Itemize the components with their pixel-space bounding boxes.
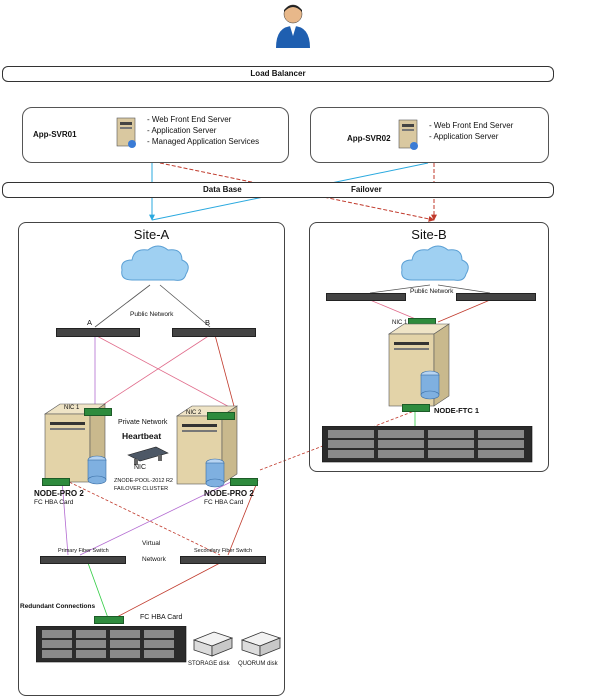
site-a-box: Site-A (18, 222, 285, 696)
site-b-node-label: NODE-FTC 1 (434, 406, 479, 415)
fc-right-label: FC HBA Card (204, 499, 244, 506)
primary-fiber-to-storage (87, 562, 109, 619)
nic-card (84, 408, 112, 416)
failover-label: Failover (351, 185, 382, 194)
user-icon (276, 4, 310, 48)
server-icon (398, 119, 418, 150)
cloud-to-switch-b (159, 284, 211, 328)
node-left-to-primary-fiber (61, 479, 69, 556)
primary-fiber-switch (40, 556, 126, 564)
fc-hba-card (402, 404, 430, 412)
site-b-nic1-label: NIC 1 (392, 320, 408, 326)
secondary-fiber-switch (180, 556, 266, 564)
switch-a-label: A (87, 318, 93, 327)
cluster-label-line1: ZNODE-POOL-2012 R2 (114, 478, 173, 484)
switch-b-label: B (205, 318, 211, 327)
fc-hba-card (42, 478, 70, 486)
fc-hba-card (94, 616, 124, 624)
app-server-02-box: App-SVR02 - Web Front End Server - Appli… (310, 107, 549, 163)
node-left-label: NODE-PRO 2 (34, 489, 84, 498)
server-icon (116, 117, 136, 148)
storage-disk-label: STORAGE disk (188, 661, 230, 667)
fc-left-label: FC HBA Card (34, 499, 74, 506)
site-b-box: Site-B (309, 222, 549, 472)
database-bar: Data Base Failover (2, 182, 554, 198)
network-label: Network (142, 556, 166, 563)
siteb-cloud-to-switch-right (437, 284, 491, 294)
node-right-label: NODE-PRO 2 (204, 489, 254, 498)
cloud-to-switch-a (94, 284, 151, 328)
nic2-label: NIC 2 (186, 410, 202, 416)
heartbeat-label: Heartbeat (122, 431, 162, 441)
app-server-01-name: App-SVR01 (33, 130, 77, 139)
app-server-02-roles: - Web Front End Server - Application Ser… (429, 120, 513, 142)
app-server-01-box: App-SVR01 - Web Front End Server - Appli… (22, 107, 289, 163)
siteb-switch2-to-node (437, 299, 491, 323)
node-right-to-secondary-fiber (227, 479, 259, 556)
storage-disk-icon (192, 631, 234, 657)
disk-icon (87, 455, 107, 485)
cloud-icon (121, 245, 189, 281)
disk-icon (205, 458, 225, 488)
role-item: - Web Front End Server (429, 121, 514, 130)
role-item: - Managed Application Services (147, 137, 260, 146)
fc-hba-card (230, 478, 258, 486)
redundant-connections-label: Redundant Connections (20, 603, 96, 610)
load-balancer-label: Load Balancer (250, 69, 306, 78)
cloud-icon (401, 245, 469, 281)
node-left-to-secondary-fiber (64, 479, 221, 556)
quorum-disk-icon (240, 631, 282, 657)
app-server-01-roles: - Web Front End Server - Application Ser… (147, 114, 259, 147)
role-item: - Application Server (429, 132, 499, 141)
fc-storage-label: FC HBA Card (140, 614, 183, 621)
nic1-label: NIC 1 (64, 405, 80, 411)
site-a-public-network-label: Public Network (130, 311, 174, 318)
siteb-switch-to-node (369, 299, 419, 321)
site-b-public-network-label: Public Network (410, 288, 454, 295)
siteb-cloud-to-switch-left (369, 284, 431, 294)
network-switch-b (172, 328, 256, 337)
site-b-network-switch (326, 293, 406, 301)
database-label: Data Base (203, 185, 242, 194)
site-b-network-switch (456, 293, 536, 301)
disk-icon (420, 370, 440, 400)
nic-card (207, 412, 235, 420)
site-b-storage-array (322, 426, 533, 463)
switch-a-to-node-right (94, 334, 236, 411)
heartbeat-nic-icon (127, 446, 169, 465)
cluster-label-line2: FAILOVER CLUSTER (114, 486, 169, 492)
storage-array (36, 626, 187, 663)
load-balancer-bar: Load Balancer (2, 66, 554, 82)
switch-b-to-node-right (214, 334, 236, 411)
site-a-title: Site-A (133, 227, 170, 242)
switch-b-to-node-left (97, 334, 211, 409)
nic-label: NIC (134, 464, 147, 471)
node-right-to-primary-fiber (79, 479, 236, 556)
site-b-title: Site-B (411, 227, 447, 242)
private-network-label: Private Network (118, 419, 168, 426)
app-server-02-name: App-SVR02 (347, 134, 391, 143)
role-item: - Application Server (147, 126, 217, 135)
network-switch-a (56, 328, 140, 337)
virtual-label: Virtual (142, 540, 161, 547)
secondary-fiber-switch-label: Secondary Fiber Switch (194, 548, 253, 554)
primary-fiber-switch-label: Primary Fiber Switch (58, 548, 109, 554)
secondary-fiber-to-storage (114, 562, 221, 619)
role-item: - Web Front End Server (147, 115, 232, 124)
quorum-disk-label: QUORUM disk (238, 661, 278, 667)
